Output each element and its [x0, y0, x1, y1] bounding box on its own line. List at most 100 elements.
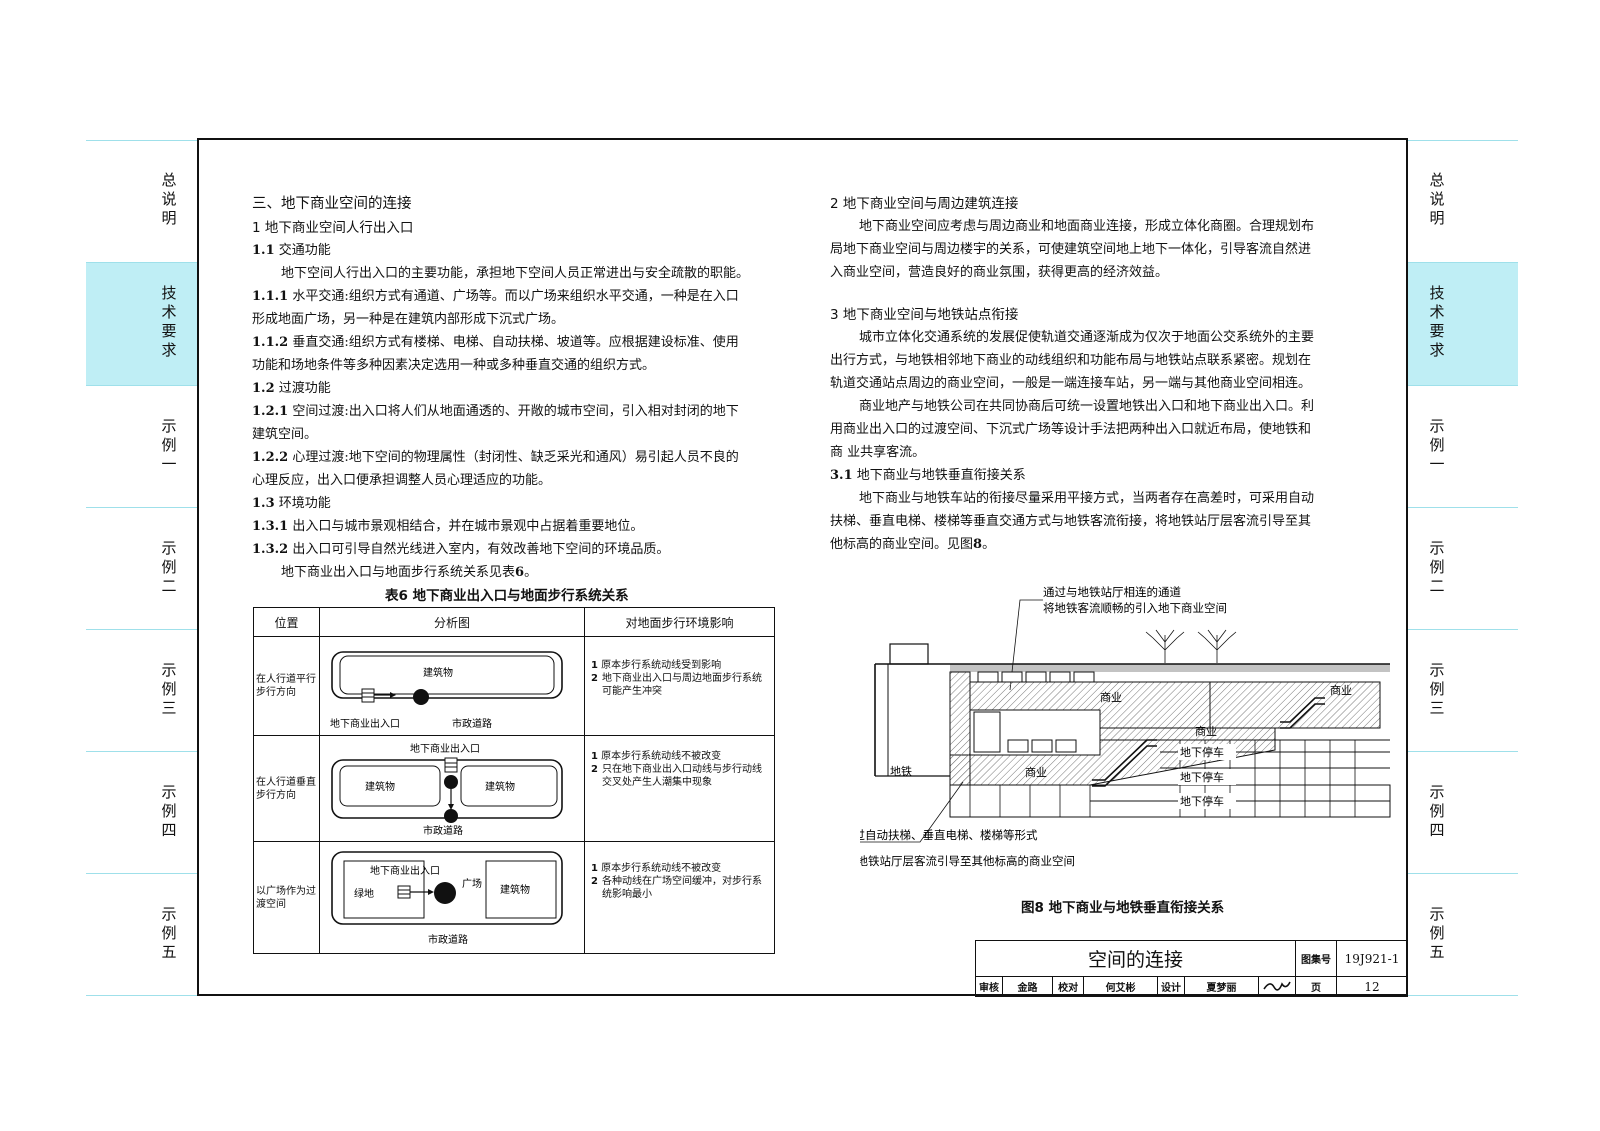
tab-example-5[interactable]: 示例五	[1429, 905, 1445, 961]
paragraph: 轨道交通站点周边的商业空间，一般是一端连接车站，另一端与其他商业空间相连。	[830, 376, 1312, 391]
table-header: 位置	[253, 607, 320, 637]
building-label: 建筑物	[423, 666, 453, 679]
clause-1-2: 1.2 过渡功能	[252, 381, 331, 396]
right-tab-active-bg	[1408, 262, 1518, 385]
leader-line	[860, 781, 964, 843]
tab-divider	[1408, 629, 1518, 630]
tab-example-3[interactable]: 示例三	[161, 661, 177, 717]
subsection-title: 1 地下商业空间人行出入口	[252, 220, 414, 236]
tab-divider	[86, 751, 197, 752]
atlas-no-label: 图集号	[1295, 940, 1337, 977]
tab-divider	[86, 140, 197, 141]
tab-divider	[1408, 140, 1518, 141]
paragraph: 商业地产与地铁公司在共同协商后可统一设置地铁出入口和地下商业出入口。利	[859, 399, 1315, 414]
table-caption: 表6 地下商业出入口与地面步行系统关系	[385, 588, 629, 604]
paragraph: 地下商业与地铁车站的衔接尽量采用平接方式，当两者存在高差时，可采用自动	[859, 491, 1315, 506]
paragraph: 地下商业空间应考虑与周边商业和地面商业连接，形成立体化商圈。合理规划布	[859, 219, 1315, 234]
designer: 夏梦丽	[1184, 976, 1259, 997]
building-label: 建筑物	[500, 883, 530, 896]
tab-divider	[1408, 385, 1518, 386]
position-cell: 在人行道平行步行方向	[253, 636, 320, 736]
tab-example-1[interactable]: 示例一	[161, 417, 177, 473]
subway-label: 地铁	[890, 765, 912, 778]
checker: 何艾彬	[1083, 976, 1159, 997]
paragraph: 局地下商业空间与周边楼宇的关系，可使建筑空间地上地下一体化，引导客流自然进	[830, 242, 1312, 257]
table-reference: 地下商业出入口与地面步行系统关系见表6。	[281, 565, 538, 580]
signature-mark	[1263, 981, 1291, 991]
section-title: 三、地下商业空间的连接	[252, 196, 412, 212]
subsection-title: 3 地下商业空间与地铁站点衔接	[830, 307, 1019, 323]
position-cell: 在人行道垂直步行方向	[253, 735, 320, 842]
note-bottom-line2: 将地铁站厅层客流引导至其他标高的商业空间	[860, 854, 1075, 868]
building-label: 建筑物	[365, 780, 395, 793]
commercial-label: 商业	[1195, 724, 1217, 738]
tab-divider	[86, 873, 197, 874]
note-bottom-line1: 通过自动扶梯、垂直电梯、楼梯等形式	[860, 828, 1038, 842]
tab-example-3[interactable]: 示例三	[1429, 661, 1445, 717]
tab-technical[interactable]: 技术要求	[161, 284, 177, 359]
tab-example-5[interactable]: 示例五	[161, 905, 177, 961]
title-block: 空间的连接 图集号 19J921-1 审核 金路 校对 何艾彬 设计 夏梦丽 页…	[975, 940, 1408, 997]
paragraph: 商 业共享客流。	[830, 445, 926, 460]
tab-divider	[1408, 262, 1518, 263]
entrance-label: 地下商业出入口	[330, 717, 400, 730]
note-top-line2: 将地铁客流顺畅的引入地下商业空间	[1043, 601, 1227, 615]
position-cell: 以广场作为过渡空间	[253, 841, 320, 954]
road-label: 市政道路	[428, 933, 468, 946]
tab-divider	[1408, 873, 1518, 874]
tab-example-2[interactable]: 示例二	[161, 539, 177, 595]
tab-example-2[interactable]: 示例二	[1429, 539, 1445, 595]
paragraph: 用商业出入口的过渡空间、下沉式广场等设计手法把两种出入口就近布局，使地铁和	[830, 422, 1312, 437]
table-6: 位置 分析图 对地面步行环境影响 在人行道平行步行方向 建筑物 地下商业出入口 …	[253, 607, 775, 954]
atlas-no: 19J921-1	[1336, 940, 1408, 977]
analysis-figure-cell: 地下商业出入口 建筑物 建筑物 市政道路	[319, 735, 585, 842]
parking-label: 地下停车	[1180, 794, 1224, 808]
tab-divider	[1408, 995, 1518, 996]
tab-example-4[interactable]: 示例四	[161, 783, 177, 839]
table-header: 分析图	[319, 607, 585, 637]
reviewer: 金路	[1001, 976, 1054, 997]
commercial-label: 商业	[1330, 683, 1352, 697]
table-row: 在人行道平行步行方向 建筑物 地下商业出入口 市政道路 1 原本步行系统动线受到…	[253, 636, 775, 736]
tab-example-1[interactable]: 示例一	[1429, 417, 1445, 473]
review-label: 审核	[975, 976, 1003, 997]
tab-general[interactable]: 总说明	[1429, 171, 1445, 227]
tab-divider	[86, 262, 197, 263]
entrance-label: 地下商业出入口	[410, 742, 480, 755]
drawing-frame	[197, 138, 1408, 996]
parking-label: 地下停车	[1180, 770, 1224, 784]
paragraph: 城市立体化交通系统的发展促使轨道交通逐渐成为仅次于地面公交系统外的主要	[859, 330, 1315, 345]
clause-1-2-1: 1.2.1 空间过渡:出入口将人们从地面通透的、开敞的城市空间，引入相对封闭的地…	[252, 404, 739, 419]
green-label: 绿地	[354, 887, 374, 900]
analysis-figure-cell: 地下商业出入口 绿地 广场 建筑物 市政道路	[319, 841, 585, 954]
tab-example-4[interactable]: 示例四	[1429, 783, 1445, 839]
paragraph: 他标高的商业空间。见图8。	[830, 537, 996, 552]
road-label: 市政道路	[452, 717, 492, 730]
paragraph: 建筑空间。	[252, 427, 318, 442]
subsection-title: 2 地下商业空间与周边建筑连接	[830, 196, 1019, 212]
table-header: 对地面步行环境影响	[584, 607, 775, 637]
paragraph: 心理反应，出入口便承担调整人员心理适应的功能。	[252, 473, 552, 488]
tab-general[interactable]: 总说明	[161, 171, 177, 227]
clause-1-3-2: 1.3.2 出入口可引导自然光线进入室内，有效改善地下空间的环境品质。	[252, 542, 670, 557]
commercial-label: 商业	[1100, 690, 1122, 704]
page-number: 12	[1336, 976, 1408, 997]
figure-caption: 图8 地下商业与地铁垂直衔接关系	[1021, 900, 1225, 916]
signature	[1258, 976, 1296, 997]
clause-1-2-2: 1.2.2 心理过渡:地下空间的物理属性（封闭性、缺乏采光和通风）易引起人员不良…	[252, 450, 739, 465]
paragraph: 入商业空间，营造良好的商业氛围，获得更高的经济效益。	[830, 265, 1169, 280]
leader-line	[1009, 599, 1043, 691]
road-label: 市政道路	[423, 824, 463, 837]
clause-1-3-1: 1.3.1 出入口与城市景观相结合，并在城市景观中占据着重要地位。	[252, 519, 644, 534]
note-top-line1: 通过与地铁站厅相连的通道	[1043, 585, 1181, 599]
entrance-label: 地下商业出入口	[370, 864, 440, 877]
figure-8: 通过与地铁站厅相连的通道 将地铁客流顺畅的引入地下商业空间	[860, 585, 1391, 868]
clause-3-1: 3.1 地下商业与地铁垂直衔接关系	[830, 468, 1026, 483]
paragraph: 形成地面广场，另一种是在建筑内部形成下沉式广场。	[252, 312, 565, 327]
tab-technical[interactable]: 技术要求	[1429, 284, 1445, 359]
left-tab-active-bg	[86, 262, 197, 385]
clause-1-1-2: 1.1.2 垂直交通:组织方式有楼梯、电梯、自动扶梯、坡道等。应根据建设标准、使…	[252, 335, 739, 350]
